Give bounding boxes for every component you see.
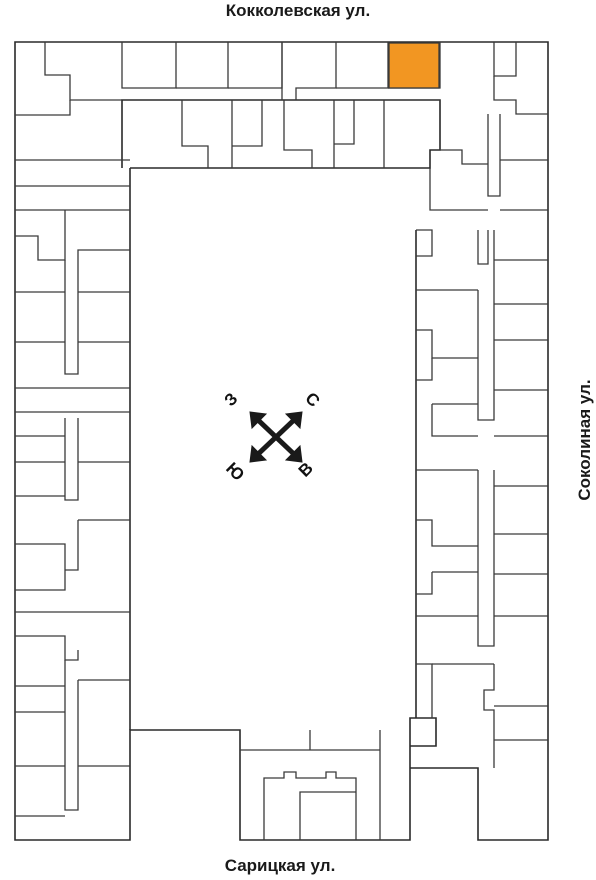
units-top — [44, 42, 517, 168]
units-left — [15, 100, 130, 817]
units-right — [416, 76, 548, 768]
street-label-top: Кокколевская ул. — [225, 1, 371, 20]
units-bottom — [240, 730, 381, 840]
compass-arrows-icon — [249, 411, 303, 463]
street-label-bottom: Сарицкая ул. — [224, 856, 336, 875]
highlighted-unit[interactable] — [388, 42, 440, 89]
